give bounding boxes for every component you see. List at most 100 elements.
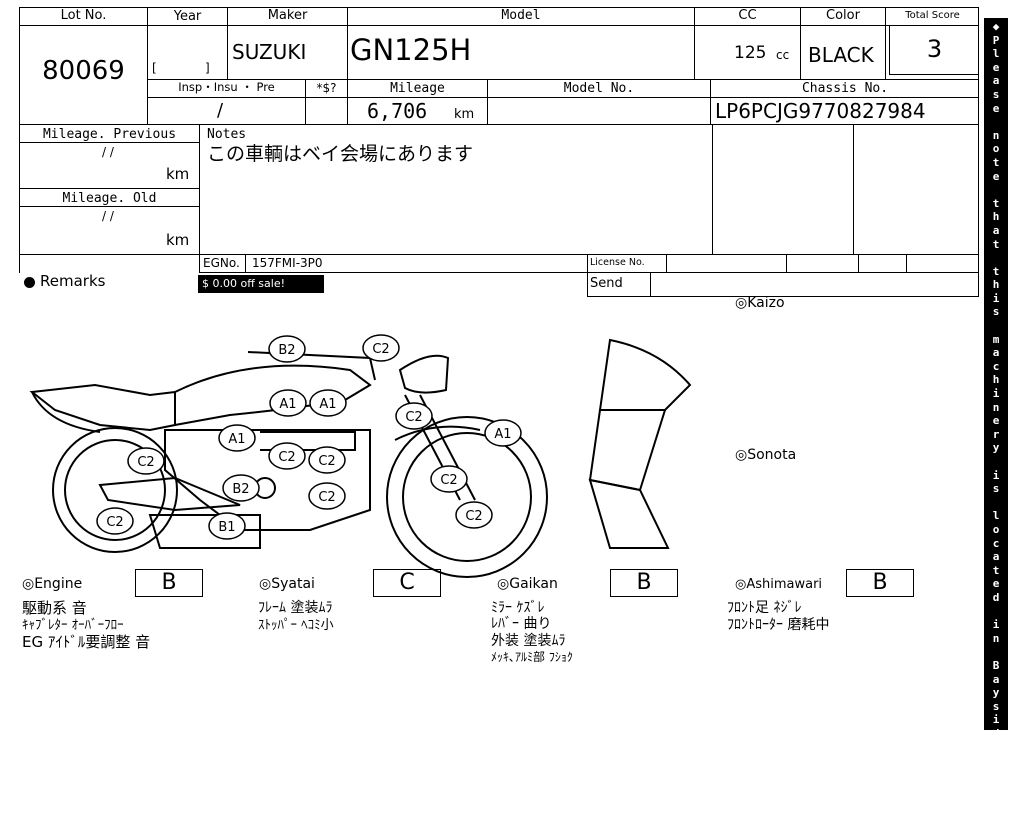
fairing-mid bbox=[588, 409, 667, 492]
damage-mark: C2 bbox=[308, 446, 346, 474]
mileage-previous-date: / / bbox=[102, 145, 114, 159]
damage-mark: A1 bbox=[218, 424, 256, 452]
seat-outline bbox=[29, 383, 176, 432]
rear-tire-inner bbox=[64, 439, 166, 541]
year-label: Year bbox=[173, 9, 202, 24]
notes-text: この車輌はベイ会場にあります bbox=[207, 143, 474, 165]
svg-text:C2: C2 bbox=[372, 342, 389, 357]
damage-mark: B2 bbox=[222, 474, 260, 502]
rating-gaikan-note: ﾐﾗｰ ｹｽﾞﾚ bbox=[491, 600, 545, 616]
damage-mark: B1 bbox=[208, 512, 246, 540]
notes-label: Notes bbox=[207, 127, 247, 142]
mileage-label: Mileage bbox=[390, 81, 445, 96]
rating-engine-note: ｷｬﾌﾞﾚﾀｰ ｵｰﾊﾞｰﾌﾛｰ bbox=[22, 618, 124, 633]
rating-ashimawari-note: ﾌﾛﾝﾄ足 ﾈｼﾞﾚ bbox=[727, 600, 802, 616]
model-label: Model bbox=[501, 8, 541, 23]
chassis-label: Chassis No. bbox=[801, 81, 889, 96]
svg-text:C2: C2 bbox=[440, 473, 457, 488]
model-no-label: Model No. bbox=[563, 81, 635, 96]
remarks-label: Remarks bbox=[40, 272, 106, 290]
mileage-old-unit: km bbox=[166, 231, 190, 249]
mileage-previous-label: Mileage. Previous bbox=[42, 127, 177, 142]
rating-syatai-label: ◎Syatai bbox=[259, 576, 315, 592]
svg-text:B2: B2 bbox=[232, 482, 249, 497]
license-label: License No. bbox=[590, 257, 645, 268]
damage-mark: A1 bbox=[309, 389, 347, 417]
svg-text:A1: A1 bbox=[494, 427, 511, 442]
rating-engine-note: 駆動系 音 bbox=[22, 599, 87, 617]
damage-mark: A1 bbox=[484, 419, 522, 447]
color-label: Color bbox=[826, 8, 860, 23]
damage-mark: C2 bbox=[268, 442, 306, 470]
year-bracket-open: [ bbox=[152, 61, 157, 75]
svg-text:C2: C2 bbox=[278, 450, 295, 465]
kaizo-label: ◎Kaizo bbox=[735, 295, 785, 311]
mileage-old-label: Mileage. Old bbox=[62, 191, 157, 206]
rating-gaikan-note: ﾚﾊﾞｰ 曲り bbox=[491, 616, 552, 632]
headlight bbox=[398, 354, 450, 394]
front-fender bbox=[394, 425, 481, 441]
rating-gaikan-note: ﾒｯｷ､ｱﾙﾐ部 ﾌｼｮｸ bbox=[491, 650, 573, 664]
sale-badge: $ 0.00 off sale! bbox=[198, 275, 324, 293]
sheet-grid-lines bbox=[19, 7, 979, 297]
insp-label: Insp・Insu ・ Pre bbox=[178, 80, 275, 94]
damage-mark: C2 bbox=[430, 465, 468, 493]
remarks-bullet-icon bbox=[24, 277, 35, 288]
fairing-top bbox=[598, 338, 692, 411]
cc-label: CC bbox=[738, 8, 757, 23]
svg-text:B2: B2 bbox=[278, 343, 295, 358]
fuel-tank bbox=[174, 364, 372, 426]
score-label: Total Score bbox=[905, 10, 960, 21]
engine-block bbox=[164, 429, 371, 531]
lot-value: 80069 bbox=[42, 56, 125, 86]
cc-unit: cc bbox=[776, 48, 790, 62]
damage-mark: C2 bbox=[308, 482, 346, 510]
fairing-bottom bbox=[588, 478, 670, 549]
svg-text:A1: A1 bbox=[319, 397, 336, 412]
svg-text:C2: C2 bbox=[106, 515, 123, 530]
damage-mark: C2 bbox=[455, 501, 493, 529]
mileage-old-date: / / bbox=[102, 209, 114, 223]
score-value: 3 bbox=[926, 35, 943, 63]
damage-mark: C2 bbox=[362, 334, 400, 362]
mileage-value: 6,706 bbox=[367, 99, 428, 123]
sonota-label: ◎Sonota bbox=[735, 447, 797, 463]
chassis-value: LP6PCJG9770827984 bbox=[715, 99, 926, 123]
front-tire-inner bbox=[402, 432, 532, 562]
engine-fins bbox=[260, 431, 356, 451]
damage-diagram: B2 C2 A1 A1 C2 A1 A1 C2 C2 C2 B2 C2 C2 C… bbox=[29, 334, 692, 578]
lot-label: Lot No. bbox=[60, 8, 107, 23]
rating-ashimawari-note: ﾌﾛﾝﾄﾛｰﾀｰ 磨耗中 bbox=[727, 617, 830, 633]
damage-mark: C2 bbox=[96, 507, 134, 535]
svg-text:C2: C2 bbox=[405, 410, 422, 425]
model-value: GN125H bbox=[350, 33, 472, 67]
price-label: *$? bbox=[316, 81, 337, 95]
insp-value: / bbox=[217, 100, 224, 121]
damage-mark: C2 bbox=[127, 447, 165, 475]
rating-syatai-grade: C bbox=[373, 569, 441, 597]
svg-text:C2: C2 bbox=[318, 490, 335, 505]
swing-arm bbox=[98, 476, 241, 512]
svg-text:C2: C2 bbox=[318, 454, 335, 469]
mileage-previous-unit: km bbox=[166, 165, 190, 183]
damage-mark: A1 bbox=[269, 389, 307, 417]
svg-text:C2: C2 bbox=[137, 455, 154, 470]
damage-mark: C2 bbox=[395, 402, 433, 430]
rating-syatai-note: ｽﾄｯﾊﾟｰ ﾍｺﾐ小 bbox=[258, 618, 334, 633]
rating-syatai-note: ﾌﾚｰﾑ 塗装ﾑﾗ bbox=[258, 600, 333, 616]
damage-mark: B2 bbox=[268, 335, 306, 363]
svg-text:A1: A1 bbox=[228, 432, 245, 447]
rating-ashimawari-grade: B bbox=[846, 569, 914, 597]
rating-gaikan-note: 外装 塗装ﾑﾗ bbox=[491, 633, 566, 649]
egno-value: 157FMI-3P0 bbox=[252, 256, 323, 270]
svg-text:A1: A1 bbox=[279, 397, 296, 412]
svg-text:B1: B1 bbox=[218, 520, 235, 535]
rear-tire-outer bbox=[52, 427, 178, 553]
front-tire-outer bbox=[386, 416, 548, 578]
maker-label: Maker bbox=[267, 8, 308, 23]
rating-engine-grade: B bbox=[135, 569, 203, 597]
egno-label: EGNo. bbox=[203, 256, 240, 270]
color-value: BLACK bbox=[808, 43, 874, 67]
